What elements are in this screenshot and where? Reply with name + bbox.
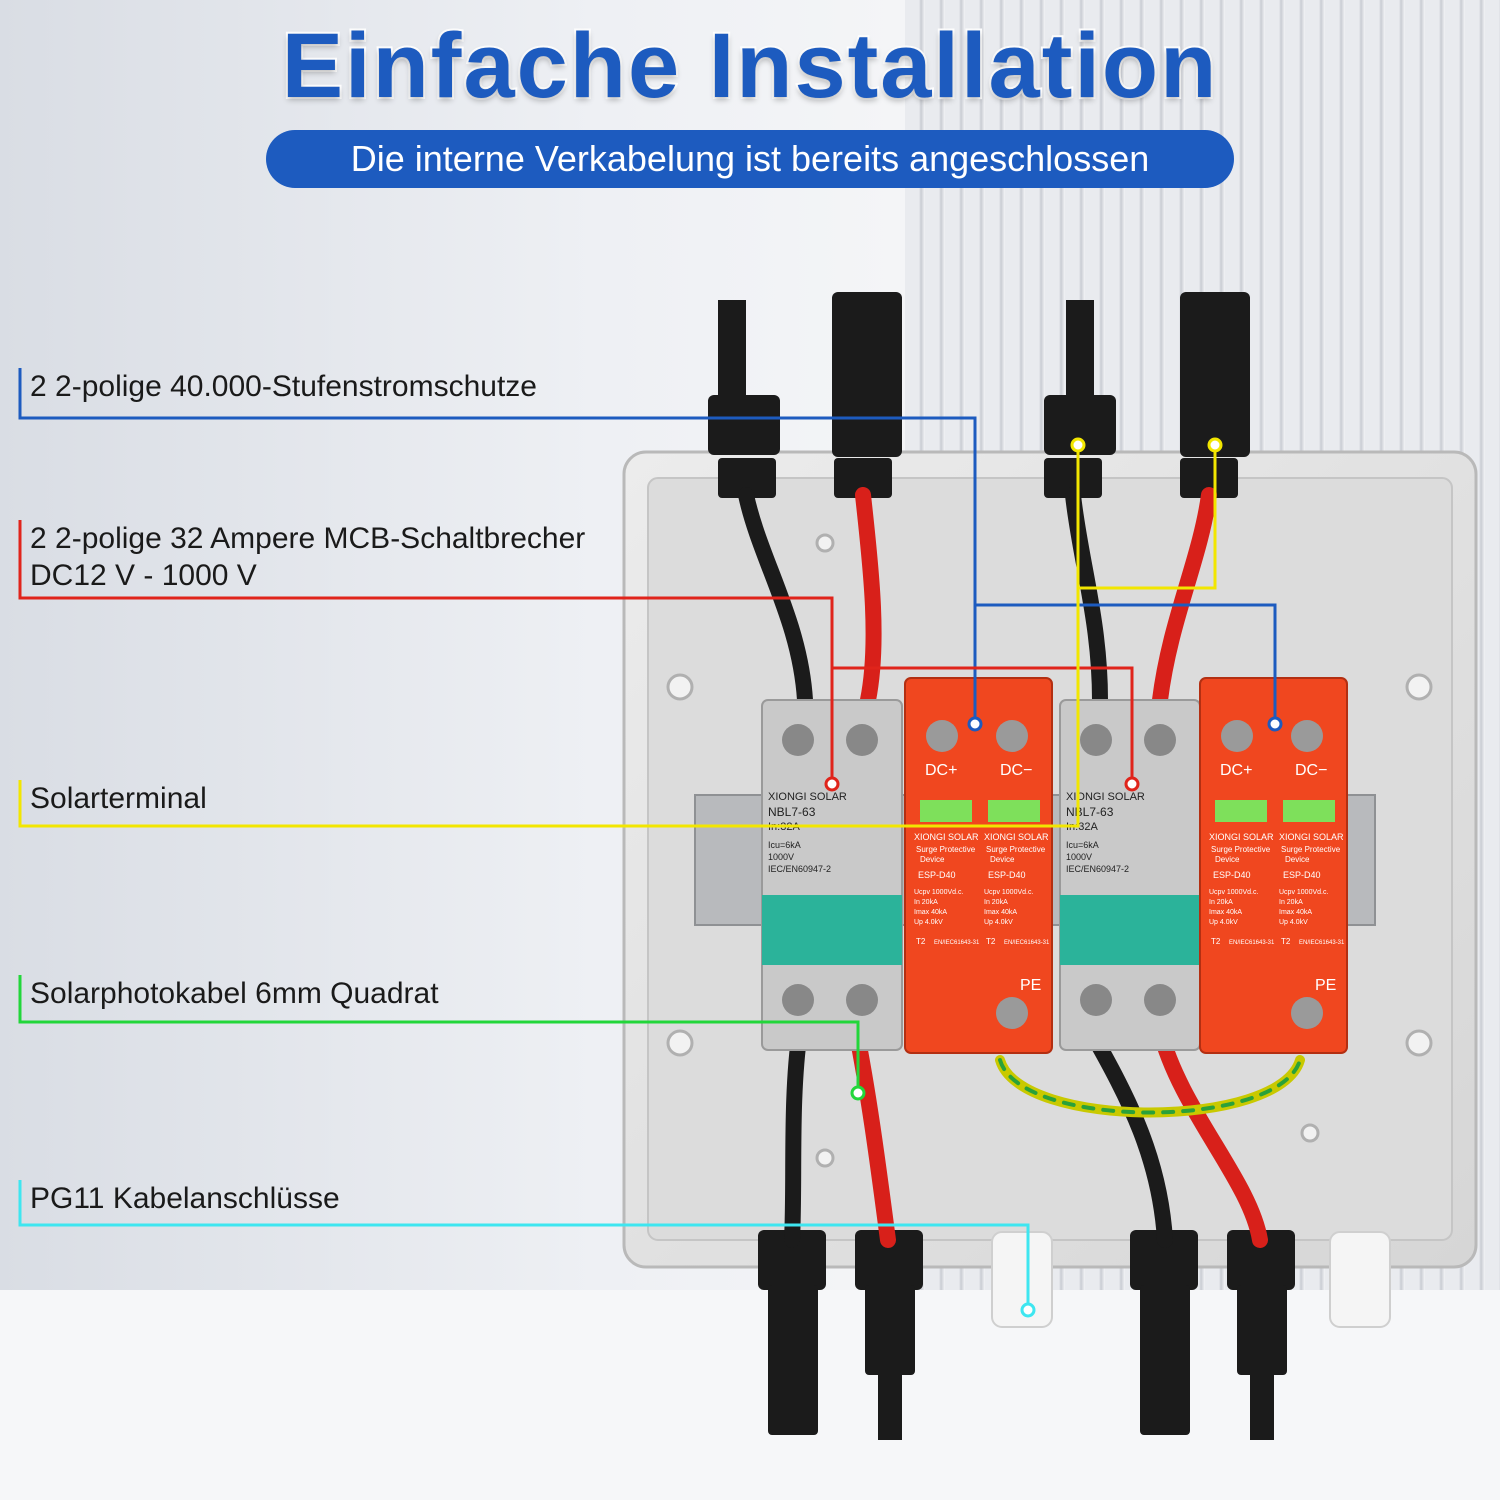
svg-text:Up 4.0kV: Up 4.0kV bbox=[1209, 919, 1238, 926]
svg-text:Imax 40kA: Imax 40kA bbox=[914, 909, 947, 916]
svg-text:Surge Protective: Surge Protective bbox=[1211, 845, 1271, 854]
svg-text:ESP-D40: ESP-D40 bbox=[988, 870, 1026, 880]
spd-right bbox=[1199, 677, 1348, 1054]
svg-text:Device: Device bbox=[920, 855, 945, 864]
svg-text:In 20kA: In 20kA bbox=[1209, 899, 1233, 906]
svg-text:Up 4.0kV: Up 4.0kV bbox=[1279, 919, 1308, 926]
page-title: Einfache Installation bbox=[280, 13, 1219, 119]
svg-text:XIONGI SOLAR: XIONGI SOLAR bbox=[1279, 832, 1344, 842]
svg-text:EN/IEC61643-31: EN/IEC61643-31 bbox=[934, 940, 980, 946]
device-labels: XIONGI SOLAR NBL7-63 In:32A Icu=6kA 1000… bbox=[768, 762, 1345, 994]
svg-text:Imax 40kA: Imax 40kA bbox=[1279, 909, 1312, 916]
svg-text:Ucpv 1000Vd.c.: Ucpv 1000Vd.c. bbox=[984, 889, 1033, 896]
svg-text:EN/IEC61643-31: EN/IEC61643-31 bbox=[1229, 940, 1275, 946]
svg-text:In 20kA: In 20kA bbox=[914, 899, 938, 906]
svg-text:DC−: DC− bbox=[1000, 762, 1032, 779]
label-mcb: 2 2-polige 32 Ampere MCB-Schaltbrecher bbox=[30, 522, 586, 555]
subtitle-text: Die interne Verkabelung ist bereits ange… bbox=[350, 138, 1150, 179]
svg-text:Up 4.0kV: Up 4.0kV bbox=[914, 919, 943, 926]
label-surge-protector: 2 2-polige 40.000-Stufenstromschutze bbox=[30, 370, 537, 403]
svg-text:ESP-D40: ESP-D40 bbox=[918, 870, 956, 880]
svg-text:NBL7-63: NBL7-63 bbox=[768, 805, 816, 819]
svg-text:XIONGI SOLAR: XIONGI SOLAR bbox=[1209, 832, 1274, 842]
svg-text:T2: T2 bbox=[986, 937, 996, 946]
svg-text:DC+: DC+ bbox=[1220, 762, 1252, 779]
svg-text:T2: T2 bbox=[1211, 937, 1221, 946]
svg-text:Ucpv 1000Vd.c.: Ucpv 1000Vd.c. bbox=[1279, 889, 1328, 896]
svg-text:DC+: DC+ bbox=[925, 762, 957, 779]
svg-text:XIONGI SOLAR: XIONGI SOLAR bbox=[1066, 791, 1145, 803]
svg-text:EN/IEC61643-31: EN/IEC61643-31 bbox=[1299, 940, 1345, 946]
svg-text:T2: T2 bbox=[1281, 937, 1291, 946]
svg-text:Imax 40kA: Imax 40kA bbox=[1209, 909, 1242, 916]
svg-text:NBL7-63: NBL7-63 bbox=[1066, 805, 1114, 819]
svg-text:IEC/EN60947-2: IEC/EN60947-2 bbox=[1066, 864, 1129, 874]
svg-text:XIONGI SOLAR: XIONGI SOLAR bbox=[984, 832, 1049, 842]
svg-text:Up 4.0kV: Up 4.0kV bbox=[984, 919, 1013, 926]
svg-text:T2: T2 bbox=[916, 937, 926, 946]
svg-text:Device: Device bbox=[1215, 855, 1240, 864]
svg-text:In:32A: In:32A bbox=[1066, 821, 1098, 833]
callout-lines bbox=[18, 368, 1277, 1310]
svg-text:Device: Device bbox=[1285, 855, 1310, 864]
svg-text:Device: Device bbox=[990, 855, 1015, 864]
label-solar-terminal: Solarterminal bbox=[30, 782, 207, 815]
svg-text:Icu=6kA: Icu=6kA bbox=[1066, 840, 1099, 850]
callout-markers bbox=[824, 437, 1283, 1318]
svg-text:PE: PE bbox=[1315, 977, 1336, 994]
svg-text:1000V: 1000V bbox=[768, 852, 794, 862]
svg-text:IEC/EN60947-2: IEC/EN60947-2 bbox=[768, 864, 831, 874]
bottom-connectors bbox=[758, 1230, 1391, 1440]
svg-text:ESP-D40: ESP-D40 bbox=[1283, 870, 1321, 880]
spd-left bbox=[904, 677, 1053, 1054]
label-voltage-range: DC12 V - 1000 V bbox=[30, 559, 257, 592]
svg-text:XIONGI SOLAR: XIONGI SOLAR bbox=[914, 832, 979, 842]
svg-text:1000V: 1000V bbox=[1066, 852, 1092, 862]
svg-text:DC−: DC− bbox=[1295, 762, 1327, 779]
svg-text:ESP-D40: ESP-D40 bbox=[1213, 870, 1251, 880]
svg-text:Ucpv 1000Vd.c.: Ucpv 1000Vd.c. bbox=[914, 889, 963, 896]
label-cable-glands: PG11 Kabelanschlüsse bbox=[30, 1182, 340, 1215]
svg-text:In 20kA: In 20kA bbox=[1279, 899, 1303, 906]
svg-text:Ucpv 1000Vd.c.: Ucpv 1000Vd.c. bbox=[1209, 889, 1258, 896]
label-solar-cable: Solarphotokabel 6mm Quadrat bbox=[30, 977, 439, 1010]
svg-text:Icu=6kA: Icu=6kA bbox=[768, 840, 801, 850]
cables bbox=[738, 487, 1305, 1248]
svg-text:Imax 40kA: Imax 40kA bbox=[984, 909, 1017, 916]
svg-text:Surge Protective: Surge Protective bbox=[916, 845, 976, 854]
subtitle-banner: Die interne Verkabelung ist bereits ange… bbox=[266, 130, 1234, 188]
top-connectors bbox=[708, 292, 1250, 498]
svg-text:Surge Protective: Surge Protective bbox=[1281, 845, 1341, 854]
svg-text:Surge Protective: Surge Protective bbox=[986, 845, 1046, 854]
mcb-right bbox=[1059, 699, 1201, 1051]
svg-text:In 20kA: In 20kA bbox=[984, 899, 1008, 906]
svg-text:XIONGI SOLAR: XIONGI SOLAR bbox=[768, 791, 847, 803]
svg-text:EN/IEC61643-31: EN/IEC61643-31 bbox=[1004, 940, 1050, 946]
svg-text:PE: PE bbox=[1020, 977, 1041, 994]
